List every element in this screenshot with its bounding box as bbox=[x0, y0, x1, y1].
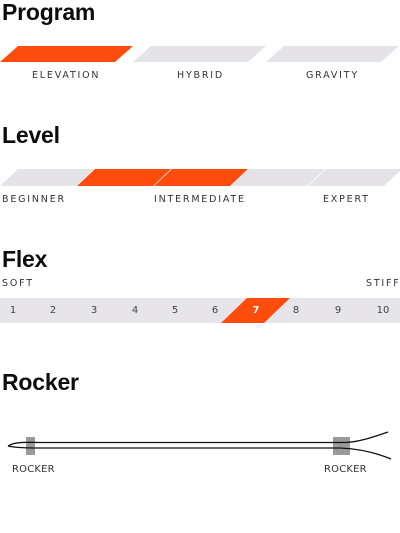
program-option-elevation[interactable]: ELEVATION bbox=[32, 70, 101, 81]
program-segment-hybrid[interactable] bbox=[133, 46, 266, 62]
flex-indicator bbox=[221, 298, 290, 323]
flex-stiff-label: STIFF bbox=[366, 278, 400, 289]
program-option-gravity[interactable]: GRAVITY bbox=[306, 70, 359, 81]
program-heading: Program bbox=[2, 0, 96, 25]
flex-soft-label: SOFT bbox=[2, 278, 34, 289]
level-label-intermediate: INTERMEDIATE bbox=[154, 194, 246, 205]
program-option-hybrid[interactable]: HYBRID bbox=[177, 70, 224, 81]
level-segment-2[interactable] bbox=[77, 169, 171, 186]
flex-value-2[interactable]: 2 bbox=[49, 305, 57, 316]
program-track bbox=[0, 46, 399, 62]
flex-value-6[interactable]: 6 bbox=[211, 305, 219, 316]
flex-selected-marker bbox=[221, 298, 290, 323]
rocker-zone-left-marker bbox=[26, 437, 35, 455]
ski-profile-bottom-line bbox=[7, 445, 392, 460]
ski-profile-top-line bbox=[7, 431, 389, 447]
program-segment-elevation[interactable] bbox=[0, 46, 133, 62]
flex-value-8[interactable]: 8 bbox=[292, 305, 300, 316]
level-segment-1[interactable] bbox=[0, 169, 94, 186]
flex-value-3[interactable]: 3 bbox=[90, 305, 98, 316]
flex-value-4[interactable]: 4 bbox=[131, 305, 139, 316]
rocker-right-label: ROCKER bbox=[324, 464, 367, 475]
program-segment-gravity[interactable] bbox=[266, 46, 399, 62]
rocker-heading: Rocker bbox=[2, 369, 79, 395]
flex-scale-band bbox=[0, 298, 400, 323]
level-segment-4[interactable] bbox=[231, 169, 325, 186]
flex-heading: Flex bbox=[2, 246, 48, 272]
rocker-zone-right-marker bbox=[333, 437, 350, 455]
level-label-expert: EXPERT bbox=[323, 194, 370, 205]
level-label-beginner: BEGINNER bbox=[2, 194, 66, 205]
level-segment-5[interactable] bbox=[308, 169, 400, 186]
rocker-left-label: ROCKER bbox=[12, 464, 55, 475]
flex-value-1[interactable]: 1 bbox=[9, 305, 17, 316]
rocker-profile-diagram bbox=[7, 431, 392, 460]
flex-value-9[interactable]: 9 bbox=[334, 305, 342, 316]
flex-value-10[interactable]: 10 bbox=[376, 305, 390, 316]
level-track bbox=[0, 169, 400, 186]
flex-value-7[interactable]: 7 bbox=[252, 305, 260, 316]
level-heading: Level bbox=[2, 122, 60, 148]
flex-value-5[interactable]: 5 bbox=[171, 305, 179, 316]
level-segment-3[interactable] bbox=[154, 169, 248, 186]
